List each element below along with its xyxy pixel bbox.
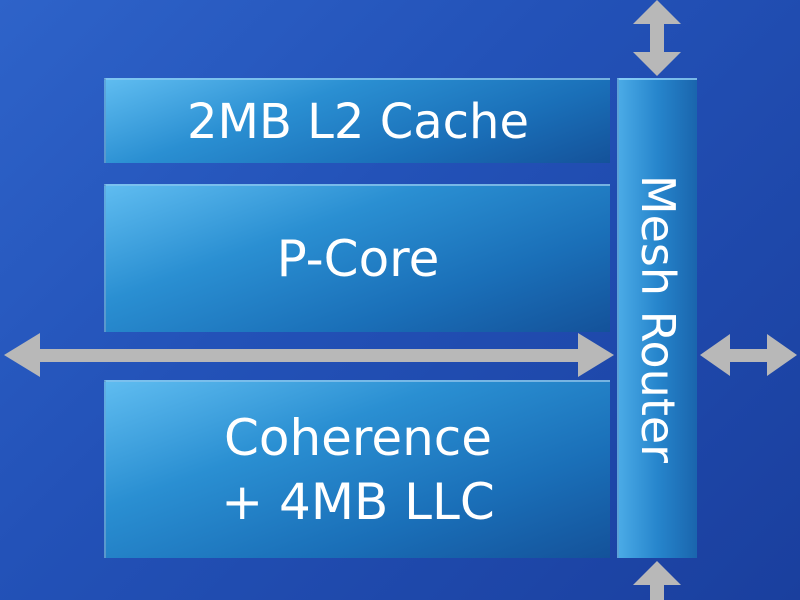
llc-label: + 4MB LLC [221, 473, 495, 531]
top-vertical-arrow [633, 0, 681, 76]
bottom-vertical-arrow [633, 561, 681, 600]
mesh-router-block: Mesh Router [617, 78, 697, 558]
p-core-block: P-Core [104, 184, 610, 332]
coherence-label: Coherence [223, 409, 493, 467]
horizontal-long-arrow [4, 333, 614, 377]
mesh-router-label: Mesh Router [631, 174, 685, 464]
l2-cache-label: 2MB L2 Cache [187, 93, 529, 150]
l2-cache-block: 2MB L2 Cache [104, 78, 610, 163]
right-short-arrow [700, 334, 797, 376]
p-core-label: P-Core [276, 230, 440, 288]
coherence-llc-block: Coherence + 4MB LLC [104, 380, 610, 558]
